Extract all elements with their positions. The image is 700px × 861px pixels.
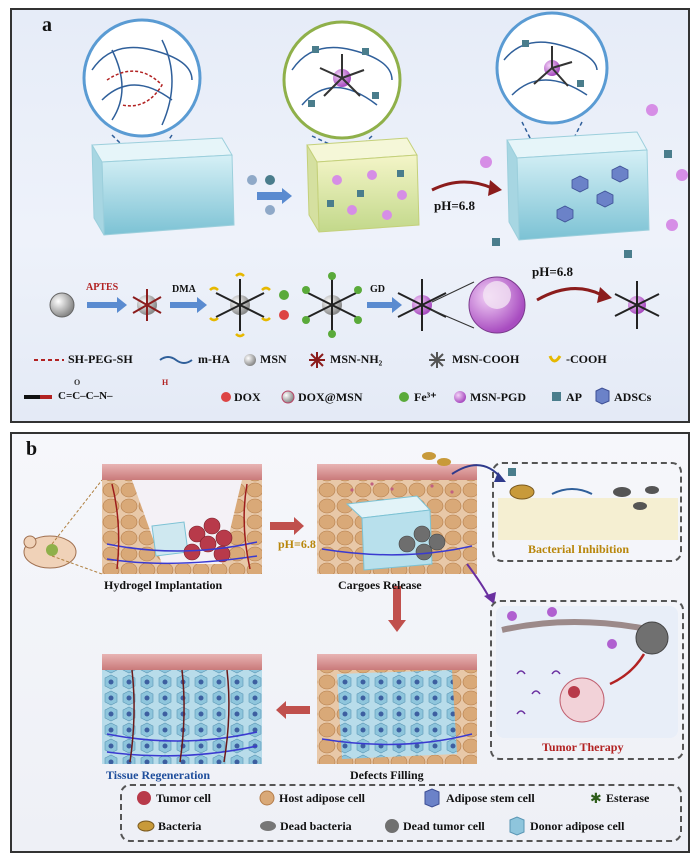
tissue-filling xyxy=(317,654,477,764)
panel-a: a xyxy=(10,8,690,423)
step-aptes: APTES xyxy=(86,282,119,293)
legend-a-item: -COOH xyxy=(566,352,607,366)
panel-a-legend-icons xyxy=(24,352,610,405)
legend-a-item: C=C–C–N– xyxy=(58,390,113,402)
legend-a-item: m-HA xyxy=(198,352,230,366)
donor-adipose-cell-icon xyxy=(509,816,525,836)
step-gd: GD xyxy=(370,284,385,295)
arrow-to-tumor xyxy=(466,563,491,600)
mouse-icon xyxy=(23,479,103,575)
esterase-icon: ✱ xyxy=(590,792,602,807)
legend-b-item: Donor adipose cell xyxy=(530,819,625,833)
legend-a-item: DOX xyxy=(234,390,261,404)
legend-a-item: MSN xyxy=(260,352,287,366)
legend-b-item: Dead bacteria xyxy=(280,819,352,833)
panel-b: b xyxy=(10,432,690,853)
bacteria-icon xyxy=(422,452,451,466)
teal-cube-icon xyxy=(552,392,561,401)
bacterial-inhibition-scene xyxy=(498,484,678,540)
tumor-therapy-box xyxy=(490,600,684,760)
legend-b-item: Esterase xyxy=(606,791,650,805)
panel-a-label: a xyxy=(42,14,52,36)
stage-release: Cargoes Release xyxy=(338,578,422,592)
bacteria-icon xyxy=(137,820,155,832)
dead-tumor-cell-icon xyxy=(385,819,399,833)
legend-a-item: Fe³⁺ xyxy=(414,390,437,404)
stage-regeneration: Tissue Regeneration xyxy=(106,768,211,782)
synthesis-route xyxy=(49,272,660,338)
stage-bacterial: Bacterial Inhibition xyxy=(528,542,630,556)
dead-tumor-cell-icon xyxy=(635,621,669,655)
stage-tumor: Tumor Therapy xyxy=(542,740,624,754)
stage-filling: Defects Filling xyxy=(350,768,424,782)
struct-o: O xyxy=(74,378,81,387)
red-dot-icon xyxy=(221,392,231,402)
legend-a-item: MSN-COOH xyxy=(452,352,520,366)
blue-hexagon-icon xyxy=(595,387,610,405)
panel-b-legend-icons: ✱ xyxy=(137,788,602,836)
legend-b-item: Bacteria xyxy=(158,819,202,833)
legend-b-item: Host adipose cell xyxy=(279,791,365,805)
tissue-release xyxy=(317,452,477,574)
tissue-implantation xyxy=(102,464,262,574)
pink-grey-sphere-icon xyxy=(281,390,295,404)
legend-a-item: MSN-NH₂ xyxy=(330,352,383,366)
zoom-circle-hydrogel xyxy=(82,18,202,138)
legend-b-item: Adipose stem cell xyxy=(446,791,535,805)
legend-a-item: SH-PEG-SH xyxy=(68,352,133,366)
tumor-cell-icon xyxy=(137,791,151,805)
legend-a-item: AP xyxy=(566,390,582,404)
grey-sphere-icon xyxy=(244,354,256,366)
star-sphere-icon xyxy=(309,352,325,368)
yellow-hook-icon xyxy=(548,355,562,363)
tissue-regeneration xyxy=(102,654,262,764)
legend-a-item: DOX@MSN xyxy=(298,390,363,404)
dead-bacteria-icon xyxy=(260,821,276,831)
zoom-circle-loaded xyxy=(282,20,402,140)
released-particles xyxy=(480,104,688,258)
msn-particle-icon xyxy=(49,292,75,318)
panel-b-legend-box xyxy=(120,784,682,842)
stage-implant: Hydrogel Implantation xyxy=(104,578,223,592)
legend-b-item: Tumor cell xyxy=(156,791,212,805)
green-dot-icon xyxy=(399,392,409,402)
panel-b-illustration: ✱ xyxy=(23,452,678,836)
struct-h: H xyxy=(162,378,169,387)
ph-label-b: pH=6.8 xyxy=(278,537,316,551)
arrow-release-to-filling xyxy=(388,586,406,632)
tumor-therapy-scene xyxy=(496,606,678,738)
purple-sphere-icon xyxy=(454,391,466,403)
legend-a-item: MSN-PGD xyxy=(470,390,526,404)
panel-a-illustration xyxy=(49,11,688,338)
ph-label-a-bottom: pH=6.8 xyxy=(532,264,573,279)
arrow-ph xyxy=(431,180,493,192)
hydrogel-cube-blank xyxy=(91,137,235,236)
arrow-filling-to-regeneration xyxy=(276,701,310,719)
ph-label-a-top: pH=6.8 xyxy=(434,198,475,213)
yellow-star-sphere-icon xyxy=(429,352,445,368)
panel-b-label: b xyxy=(26,438,38,460)
legend-a-item: ADSCs xyxy=(614,390,652,404)
legend-b-item: Dead tumor cell xyxy=(403,819,485,833)
zoom-circle-released xyxy=(495,11,609,125)
arrow-implant-to-release xyxy=(270,517,304,535)
blue-wave-line-icon xyxy=(159,356,193,364)
arrow-add-cargo xyxy=(247,175,292,215)
bacterial-inhibition-box xyxy=(492,462,682,562)
hydrogel-cube-loaded xyxy=(306,137,420,233)
hydrogel-cube-released xyxy=(506,131,650,241)
adipose-stem-cell-icon xyxy=(424,788,440,808)
step-dma: DMA xyxy=(172,284,196,295)
host-adipose-cell-icon xyxy=(259,790,275,806)
